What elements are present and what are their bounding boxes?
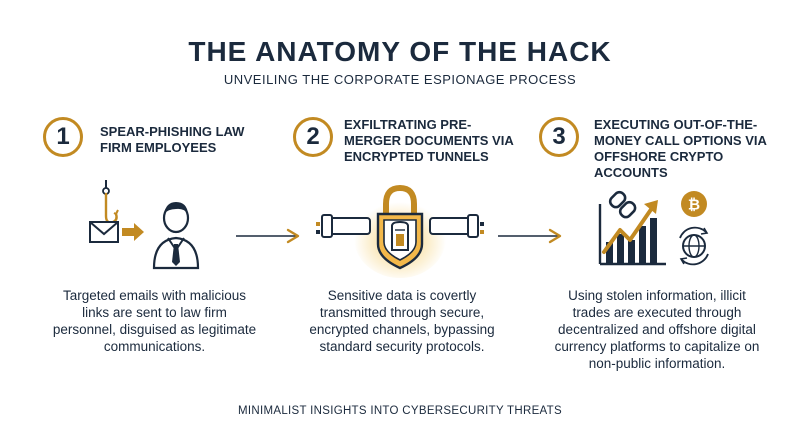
- envelope-icon: [89, 221, 119, 243]
- bitcoin-icon: ₿: [681, 191, 707, 217]
- step-1-number: 1: [43, 117, 83, 157]
- step-1-title: SPEAR-PHISHING LAW FIRM EMPLOYEES: [100, 124, 245, 155]
- footer-tagline: MINIMALIST INSIGHTS INTO CYBERSECURITY T…: [238, 405, 562, 417]
- step-2-title: EXFILTRATING PRE-MERGER DOCUMENTS VIA EN…: [344, 117, 514, 164]
- step-3-description: Using stolen information, illicit trades…: [554, 288, 760, 371]
- step-3-illustration: ₿: [598, 190, 709, 266]
- businessman-icon: [152, 202, 200, 270]
- chain-link-icon: [608, 190, 637, 219]
- step-3-number: 3: [539, 117, 579, 157]
- pipe-icon: [316, 214, 484, 238]
- arrow-right-icon: [122, 223, 144, 241]
- page-title: THE ANATOMY OF THE HACK: [188, 36, 612, 67]
- step-2-number: 2: [293, 117, 333, 157]
- step-2-description: Sensitive data is covertly transmitted t…: [309, 288, 495, 354]
- trend-arrow-icon: [602, 200, 658, 254]
- flow-arrow-1: [236, 228, 300, 244]
- page-subtitle: UNVEILING THE CORPORATE ESPIONAGE PROCES…: [223, 72, 577, 87]
- bar-chart-icon: [598, 204, 666, 266]
- flow-arrow-2: [498, 228, 562, 244]
- step-1-description: Targeted emails with malicious links are…: [52, 288, 257, 354]
- fishhook-icon: [102, 180, 119, 224]
- step-1-illustration: [89, 180, 200, 270]
- step-2-illustration: [316, 184, 484, 278]
- step-3-title: EXECUTING OUT-OF-THE-MONEY CALL OPTIONS …: [594, 117, 767, 180]
- document-icon: [391, 220, 409, 251]
- globe-sync-icon: [679, 226, 709, 266]
- svg-text:₿: ₿: [688, 196, 700, 214]
